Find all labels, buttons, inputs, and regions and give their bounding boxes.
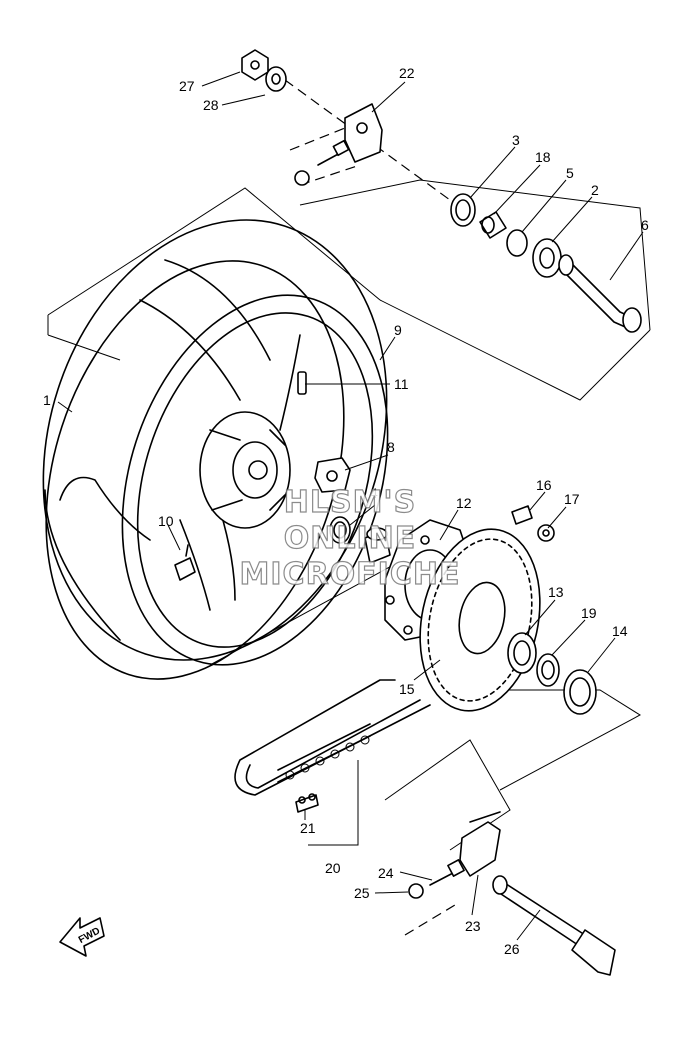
callout-20: 20 [325,860,341,876]
callout-1: 1 [43,392,51,408]
callout-18: 18 [535,149,551,165]
watermark-line-3: MICROFICHE [240,557,461,592]
axle-washer [265,66,287,92]
hub-oil-seal [450,193,476,227]
callout-27: 27 [179,78,195,94]
valve-stem [174,544,196,581]
stud-bolt [511,505,533,525]
callout-12: 12 [456,495,472,511]
callout-21: 21 [300,820,316,836]
axle-nut [241,49,269,81]
rear-rim [121,259,389,666]
adjuster-bolt-lower [429,859,465,886]
watermark-line-2: ONLINE [284,521,417,556]
callout-8: 8 [387,439,395,455]
oil-seal [329,516,391,564]
callout-17: 17 [564,491,580,507]
watermark: HLSM'S ONLINE MICROFICHE [239,484,461,592]
callout-numbers: 1 2 3 4 5 6 8 9 10 11 12 13 14 15 16 17 … [43,65,649,957]
chain-adjuster-lower [459,811,501,877]
callout-13: 13 [548,584,564,600]
callout-26: 26 [504,941,520,957]
drive-chain [234,679,431,796]
callout-19: 19 [581,605,597,621]
hub-spacer [558,254,642,333]
callout-14: 14 [612,623,628,639]
adjuster-bolt-upper [317,139,350,166]
adjuster-nut-lower [408,883,424,899]
callout-10: 10 [158,513,174,529]
sprocket-bearing [507,632,537,674]
callout-9: 9 [394,322,402,338]
leader-lines [57,71,644,941]
collar [536,653,560,687]
rear-sprocket [419,528,541,712]
chain-adjuster-upper [344,103,383,163]
callout-5: 5 [566,165,574,181]
sprocket-oil-seal [563,669,597,715]
hub-collar [479,211,507,239]
callout-25: 25 [354,885,370,901]
callout-3: 3 [512,132,520,148]
balance-weight [297,371,307,395]
callout-16: 16 [536,477,552,493]
callout-15: 15 [399,681,415,697]
forward-arrow-icon: FWD [59,917,105,957]
callout-2: 2 [591,182,599,198]
rear-tire [42,219,388,680]
hub-bearing [532,238,562,278]
circlip [506,229,528,257]
callout-11: 11 [394,376,409,392]
sprocket-nut [537,524,555,542]
callout-23: 23 [465,918,481,934]
callout-22: 22 [399,65,415,81]
damper-holder [314,457,351,493]
chain-joint [295,793,319,813]
adjuster-nut-upper [294,170,310,186]
callout-4: 4 [370,485,378,501]
callout-24: 24 [378,865,394,881]
rear-axle [492,875,616,976]
callout-28: 28 [203,97,219,113]
callout-6: 6 [641,217,649,233]
watermark-line-1: HLSM'S [284,485,416,520]
